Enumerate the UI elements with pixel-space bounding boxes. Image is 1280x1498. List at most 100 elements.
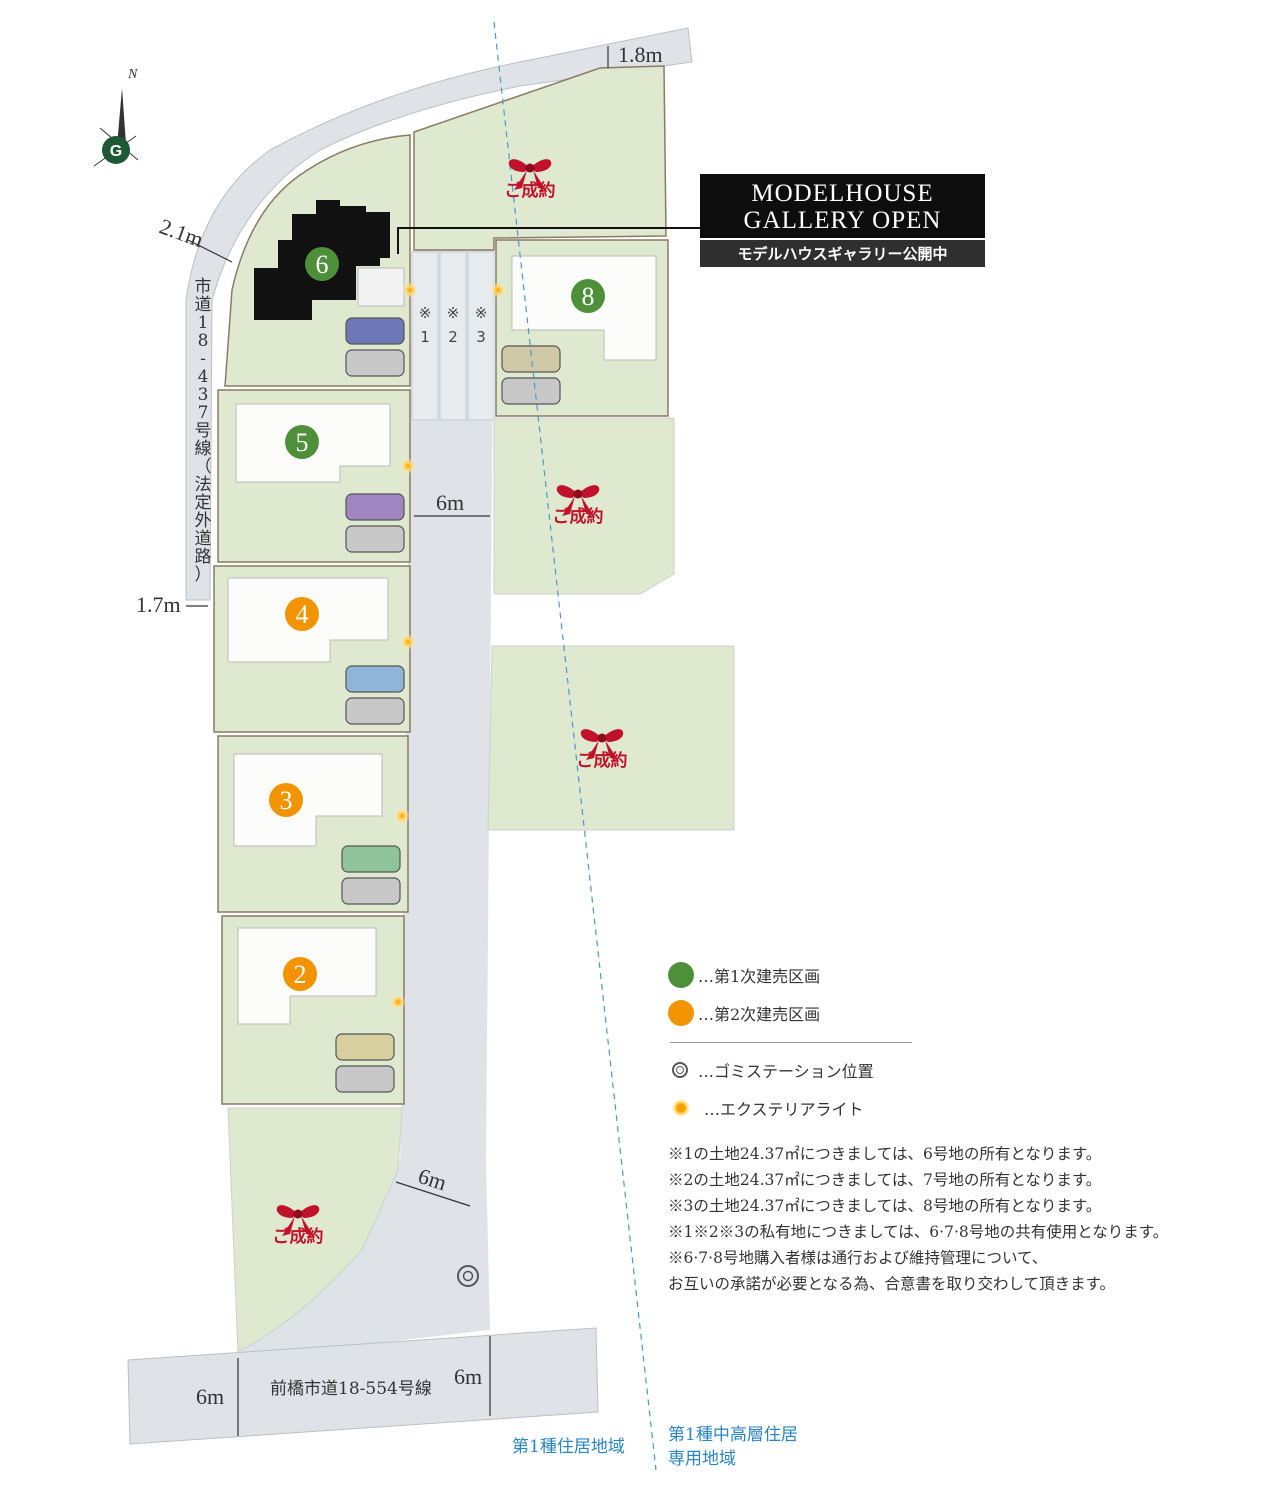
lot-marker-2: 2 <box>283 957 317 991</box>
north-arrow-icon: G <box>93 88 139 167</box>
side-road-char: 定 <box>195 493 212 513</box>
cars <box>335 317 561 1093</box>
lot-circle <box>283 957 317 991</box>
strip-mark: ※ <box>475 304 488 322</box>
banner-leader-line <box>397 227 700 254</box>
lot-marker-4: 4 <box>285 597 319 631</box>
north-label: N <box>127 67 138 82</box>
note-line: ※2の土地24.37㎡につきましては、7号地の所有となります。 <box>668 1171 1102 1189</box>
side-road-char: ） <box>195 565 212 585</box>
front-road-label: 前橋市道18-554号線 <box>270 1379 432 1399</box>
sold-badge: ご成約 <box>505 159 556 201</box>
lot-number-markers: 6 8 5 4 3 2 <box>269 247 605 991</box>
legend-phase2-text: …第2次建売区画 <box>698 1005 821 1024</box>
side-road-char: 線 <box>195 439 212 459</box>
side-road-char: 8 <box>198 331 209 351</box>
zone-label-right-2: 専用地域 <box>668 1449 736 1469</box>
lot-number: 3 <box>280 786 293 815</box>
sold-label: ご成約 <box>505 180 556 201</box>
side-road-char: - <box>200 349 206 369</box>
lot-marker-5: 5 <box>285 425 319 459</box>
lot-number: 4 <box>296 600 309 629</box>
carport <box>357 267 405 307</box>
strip-number: 1 <box>420 328 430 346</box>
modelhouse-banner[interactable]: MODELHOUSE GALLERY OPEN モデルハウスギャラリー公開中 <box>700 174 985 267</box>
dimension-front-left: 6m <box>196 1384 224 1409</box>
ribbon-bow-icon <box>580 729 624 760</box>
side-road-char: 道 <box>195 295 212 315</box>
side-road-char: 7 <box>198 403 209 423</box>
inner-road <box>400 250 494 1330</box>
strip-mark: ※ <box>447 304 460 322</box>
dimension-inner-road: 6m <box>436 490 464 515</box>
side-road-char: 路 <box>195 547 212 567</box>
svg-text:G: G <box>110 143 122 160</box>
ribbon-bow-icon <box>276 1205 320 1236</box>
side-road-char: 市 <box>195 277 212 297</box>
exterior-light-icon <box>672 1099 690 1117</box>
note-line: ※3の土地24.37㎡につきましては、8号地の所有となります。 <box>668 1197 1102 1215</box>
side-road-char: 道 <box>195 529 212 549</box>
private-strip-2 <box>439 251 467 421</box>
lot-circle <box>285 597 319 631</box>
ribbon-bow-icon <box>556 485 600 516</box>
private-strip-3 <box>467 251 495 421</box>
dimension-front-right: 6m <box>454 1364 482 1389</box>
private-strip-1 <box>411 251 439 421</box>
private-strip-marks: ※1※2※3 <box>419 304 488 346</box>
lot-number: 2 <box>294 960 307 989</box>
sold-label: ご成約 <box>553 506 604 527</box>
phase1-dot-icon <box>668 962 694 988</box>
lot-marker-3: 3 <box>269 783 303 817</box>
legend-row-garbage: …ゴミステーション位置 <box>668 1051 1268 1089</box>
note-line: ※1の土地24.37㎡につきましては、6号地の所有となります。 <box>668 1145 1102 1163</box>
top-side-road <box>185 27 693 601</box>
legend-phase1-text: …第1次建売区画 <box>698 967 821 986</box>
lot-number: 6 <box>316 250 329 279</box>
legend-light-text: …エクステリアライト <box>704 1100 864 1119</box>
dimension-top-road: 1.8m <box>618 42 663 67</box>
side-road-char: 号 <box>195 421 212 441</box>
side-road-char: （ <box>195 457 212 477</box>
side-road-char: 1 <box>198 313 209 333</box>
legend: …第1次建売区画 …第2次建売区画 …ゴミステーション位置 …エクステリアライト… <box>668 956 1268 1297</box>
sold-label: ご成約 <box>577 750 628 771</box>
side-road-char: 3 <box>198 385 209 405</box>
dimension-markers <box>186 46 609 1436</box>
banner-line-1: MODELHOUSE <box>751 180 934 207</box>
strip-number: 3 <box>476 328 486 346</box>
lot-number: 5 <box>296 428 309 457</box>
side-road-char: 4 <box>198 367 209 387</box>
zone-label-left: 第1種住居地域 <box>512 1437 625 1457</box>
sold-label: ご成約 <box>273 1226 324 1247</box>
legend-row-phase1: …第1次建売区画 <box>668 956 1268 994</box>
lot-circle <box>269 783 303 817</box>
zone-label-right-1: 第1種中高層住居 <box>668 1425 798 1445</box>
lot-1-sold <box>227 1107 403 1353</box>
lot-circle <box>571 279 605 313</box>
sold-badge: ご成約 <box>577 729 628 771</box>
side-road-char: 外 <box>195 511 212 531</box>
garbage-ring-icon <box>672 1062 688 1078</box>
note-line: ※1※2※3の私有地につきましては、6·7·8号地の共有使用となります。 <box>668 1223 1169 1241</box>
front-road <box>127 1327 599 1445</box>
legend-garbage-text: …ゴミステーション位置 <box>698 1062 874 1081</box>
lot-number: 8 <box>582 282 595 311</box>
banner-title: MODELHOUSE GALLERY OPEN <box>700 174 985 238</box>
garbage-station-icon <box>457 1265 479 1287</box>
phase2-dot-icon <box>668 1000 694 1026</box>
lot-circle <box>285 425 319 459</box>
strip-mark: ※ <box>419 304 432 322</box>
exterior-lights <box>390 282 506 1010</box>
legend-row-light: …エクステリアライト <box>668 1089 1268 1127</box>
side-road-char: 法 <box>195 475 212 495</box>
note-line: お互いの承諾が必要となる為、合意書を取り交わして頂きます。 <box>668 1275 1116 1293</box>
zone-boundary-line <box>493 21 657 1471</box>
house-3 <box>233 753 383 847</box>
notes-block: ※1の土地24.37㎡につきましては、6号地の所有となります。 ※2の土地24.… <box>668 1141 1268 1297</box>
lot-marker-6: 6 <box>305 247 339 281</box>
sold-badge: ご成約 <box>273 1205 324 1247</box>
